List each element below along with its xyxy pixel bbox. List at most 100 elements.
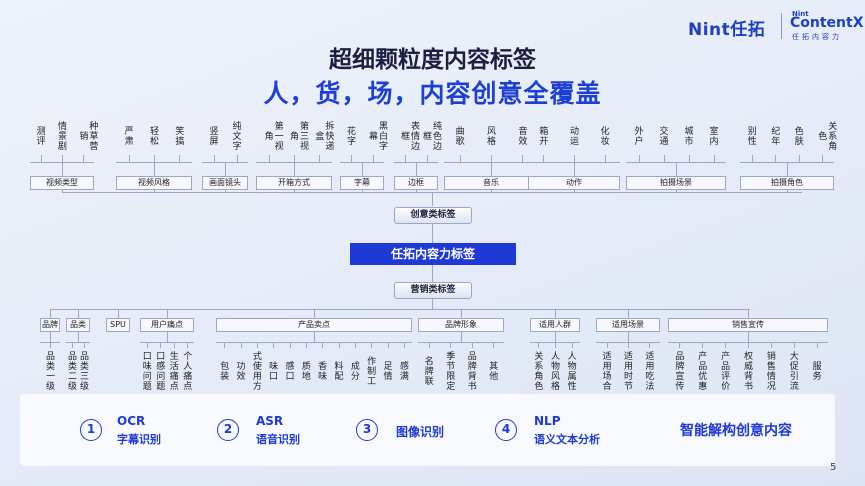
connector-line — [748, 332, 749, 342]
creative-category-10: 拍摄角色 — [740, 176, 834, 190]
connector-line — [702, 342, 704, 348]
creative-leaf-tag: 关系角色 — [816, 121, 837, 151]
creative-category-9: 拍摄场景 — [626, 176, 726, 190]
connector-line — [571, 342, 573, 348]
page-number: 5 — [830, 462, 837, 473]
connector-line — [628, 342, 629, 348]
connector-line — [432, 224, 433, 243]
connector-line — [748, 309, 749, 318]
marketing-leaf-tag: 人物风格 — [549, 351, 559, 391]
marketing-category-5: 产品卖点 — [216, 318, 412, 332]
connector-line — [294, 155, 295, 162]
connector-line — [775, 155, 777, 162]
connector-line — [574, 162, 575, 176]
marketing-category-8: 适用场景 — [596, 318, 660, 332]
marketing-leaf-tag: 口味问题 — [140, 351, 151, 391]
marketing-category-4: 用户痛点 — [140, 318, 194, 332]
connector-line — [638, 155, 640, 162]
creative-category-6: 边框 — [394, 176, 438, 190]
connector-line — [427, 155, 428, 162]
creative-leaf-tag: 别性 — [745, 126, 756, 146]
connector-line — [187, 342, 189, 348]
connector-line — [146, 342, 148, 348]
connector-line — [574, 190, 575, 192]
creative-tag-node: 创意类标签 — [394, 207, 472, 224]
connector-line — [676, 162, 677, 176]
connector-line — [555, 332, 556, 342]
marketing-leaf-tag: 品类一级 — [44, 351, 54, 391]
creative-leaf-tag: 拆快递盒 — [313, 121, 334, 151]
feature-title-ocr: OCR — [117, 414, 146, 428]
connector-line — [236, 155, 238, 162]
connector-line — [50, 309, 51, 318]
creative-leaf-tag: 花字 — [345, 126, 355, 146]
connector-line — [405, 155, 406, 162]
marketing-tag-node: 营销类标签 — [394, 282, 472, 299]
connector-line — [362, 162, 363, 176]
connector-line — [213, 155, 215, 162]
connector-line — [628, 309, 629, 318]
marketing-category-1: 品牌 — [40, 318, 60, 332]
connector-line — [50, 332, 51, 342]
connector-line — [770, 342, 772, 348]
creative-leaf-tag: 表情边框 — [399, 121, 419, 151]
connector-line — [240, 342, 242, 348]
connector-line — [118, 309, 119, 318]
feature-number-4: 4 — [495, 419, 517, 441]
connector-line — [167, 309, 168, 318]
connector-line — [371, 342, 373, 348]
connector-line — [713, 155, 715, 162]
marketing-leaf-tag: 服务 — [810, 361, 821, 381]
connector-line — [522, 155, 524, 162]
connector-line — [606, 342, 608, 348]
connector-line — [268, 155, 270, 162]
connector-line — [314, 332, 315, 342]
connector-line — [66, 342, 90, 343]
creative-leaf-tag: 交通 — [657, 126, 668, 146]
connector-line — [373, 155, 374, 162]
marketing-category-6: 品牌形象 — [418, 318, 504, 332]
connector-line — [416, 162, 417, 176]
connector-line — [459, 155, 461, 162]
creative-category-1: 视频类型 — [30, 176, 94, 190]
creative-leaf-tag: 外户 — [632, 126, 643, 146]
marketing-leaf-tag: 产品评价 — [719, 351, 730, 391]
feature-panel — [20, 394, 835, 466]
feature-number-2: 2 — [217, 419, 239, 441]
feature-sub-nlp: 语义文本分析 — [534, 433, 600, 446]
feature-number-3: 3 — [356, 419, 378, 441]
connector-line — [679, 342, 681, 348]
connector-line — [555, 342, 556, 348]
connector-line — [538, 342, 540, 348]
connector-line — [787, 190, 788, 192]
connector-line — [78, 309, 79, 318]
creative-leaf-tag: 笑搞 — [173, 126, 184, 146]
creative-leaf-tag: 竖屏 — [207, 126, 218, 146]
creative-leaf-tag: 城市 — [682, 126, 693, 146]
connector-line — [491, 190, 492, 192]
connector-line — [555, 309, 556, 318]
connector-line — [62, 190, 63, 192]
connector-line — [128, 155, 130, 162]
connector-line — [173, 342, 175, 348]
marketing-leaf-tag: 适用场合 — [600, 351, 611, 391]
connector-line — [289, 342, 291, 348]
connector-line — [798, 155, 800, 162]
connector-line — [543, 155, 545, 162]
connector-line — [154, 190, 155, 192]
marketing-category-7: 适用人群 — [530, 318, 580, 332]
connector-line — [676, 190, 677, 192]
marketing-leaf-tag: 名牌联 — [422, 356, 433, 386]
connector-line — [816, 342, 818, 348]
marketing-leaf-tag: 人物属性 — [565, 351, 576, 391]
marketing-leaf-tag: 味口 — [267, 361, 278, 381]
page-title: 超细颗粒度内容标签 — [329, 47, 536, 73]
feature-title-image: 图像识别 — [396, 425, 445, 439]
connector-line — [688, 155, 690, 162]
creative-leaf-tag: 化妆 — [598, 126, 609, 146]
connector-line — [491, 162, 492, 176]
page-subtitle: 人，货，场，内容创意全覆盖 — [263, 79, 602, 108]
connector-line — [294, 162, 295, 176]
feature-title-nlp: NLP — [534, 414, 561, 428]
connector-line — [628, 332, 629, 342]
